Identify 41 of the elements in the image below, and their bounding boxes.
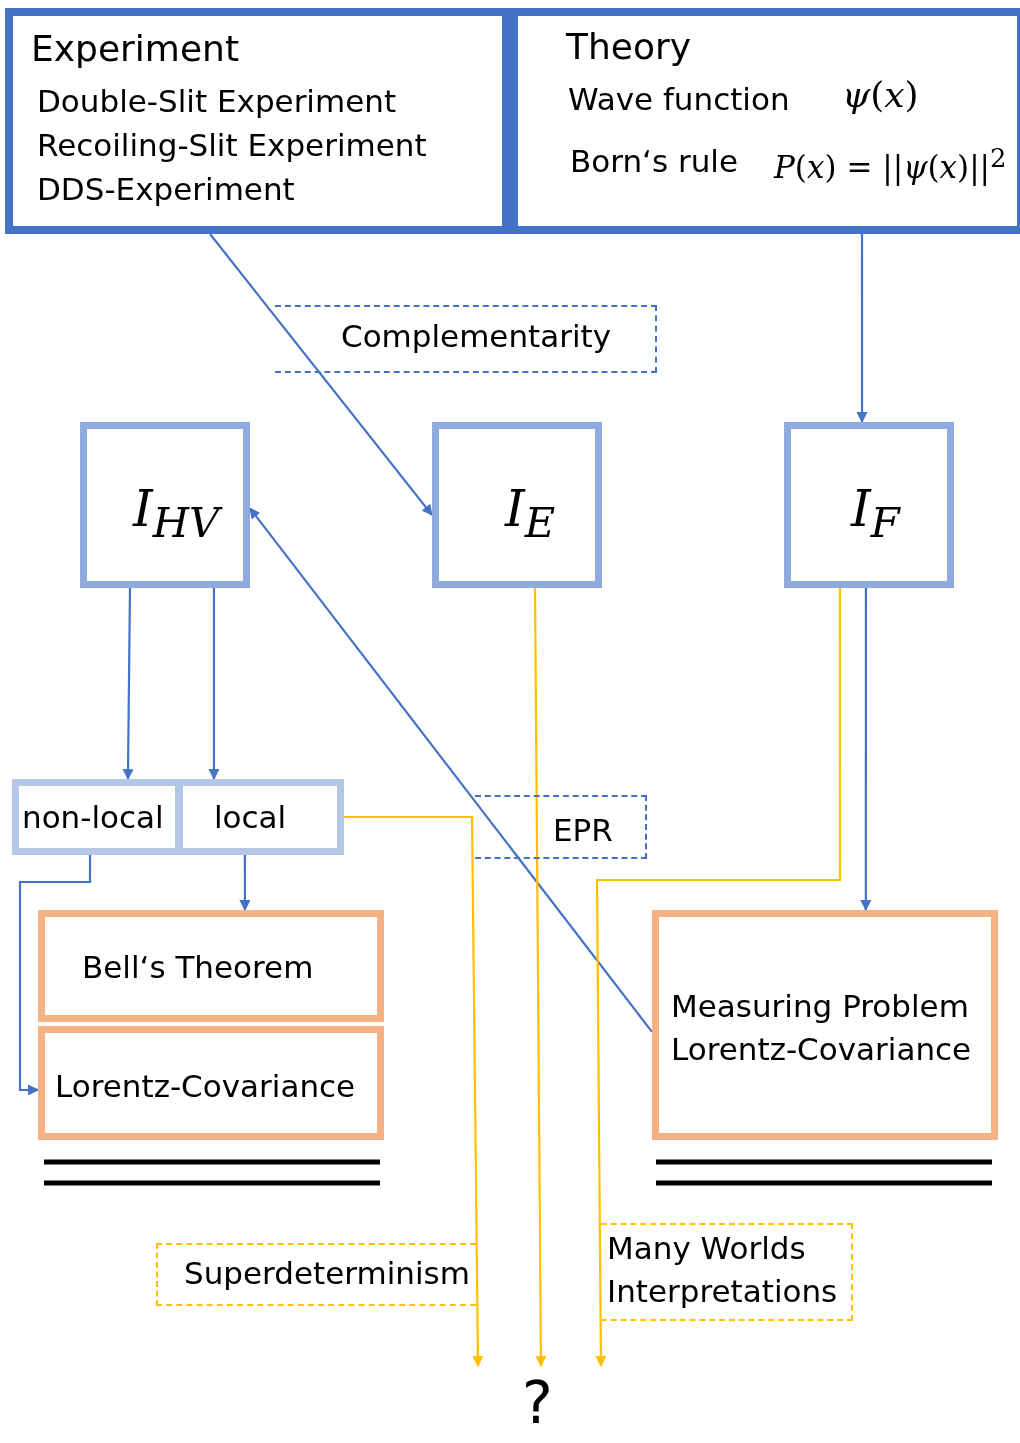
node-label: Bell‘s Theorem — [82, 950, 314, 986]
arrow — [122, 588, 134, 781]
edge-label: Many Worlds Interpretations — [601, 1223, 853, 1321]
formula: ψ(x) — [842, 74, 919, 116]
node-label: Measuring Problem — [671, 989, 969, 1025]
node-label: Lorentz-Covariance — [671, 1032, 972, 1068]
quantity-box — [784, 422, 954, 588]
arrow — [209, 233, 433, 516]
arrow — [18, 855, 92, 1096]
node-label: Born‘s rule — [570, 144, 739, 180]
node-label: Lorentz-Covariance — [55, 1069, 356, 1105]
node-label: local — [214, 800, 287, 836]
edge-label: Superdeterminism — [156, 1243, 476, 1306]
panel-box — [510, 8, 1020, 234]
arrow — [344, 815, 484, 1368]
arrow — [860, 588, 872, 912]
result-box — [38, 1026, 384, 1140]
panel-box — [5, 8, 510, 234]
arrow — [595, 588, 842, 1368]
node-label: DDS-Experiment — [37, 172, 295, 208]
node-label: non-local — [22, 800, 164, 836]
formula: P(x) = ||ψ(x)||$^{2}$ — [774, 144, 1007, 186]
quantity-symbol: I$_{F}$ — [851, 481, 900, 547]
node-label: Double-Slit Experiment — [37, 84, 397, 120]
node-label: Recoiling-Slit Experiment — [37, 128, 427, 164]
node-label: Wave function — [568, 82, 790, 118]
arrow — [249, 507, 653, 1033]
panel-heading: Experiment — [31, 28, 239, 70]
arrow — [208, 588, 220, 781]
panel-heading: Theory — [566, 26, 692, 68]
edge-label: EPR — [475, 795, 647, 859]
quantity-symbol: I$_{E}$ — [505, 481, 556, 547]
quantity-box — [432, 422, 602, 588]
edge-label: Complementarity — [275, 305, 657, 373]
result-box — [652, 910, 998, 1140]
arrow — [239, 855, 251, 912]
quantity-box — [80, 422, 250, 588]
result-box — [38, 910, 384, 1022]
arrow — [856, 234, 868, 424]
arrow — [533, 588, 547, 1368]
question-mark: ? — [522, 1370, 553, 1437]
